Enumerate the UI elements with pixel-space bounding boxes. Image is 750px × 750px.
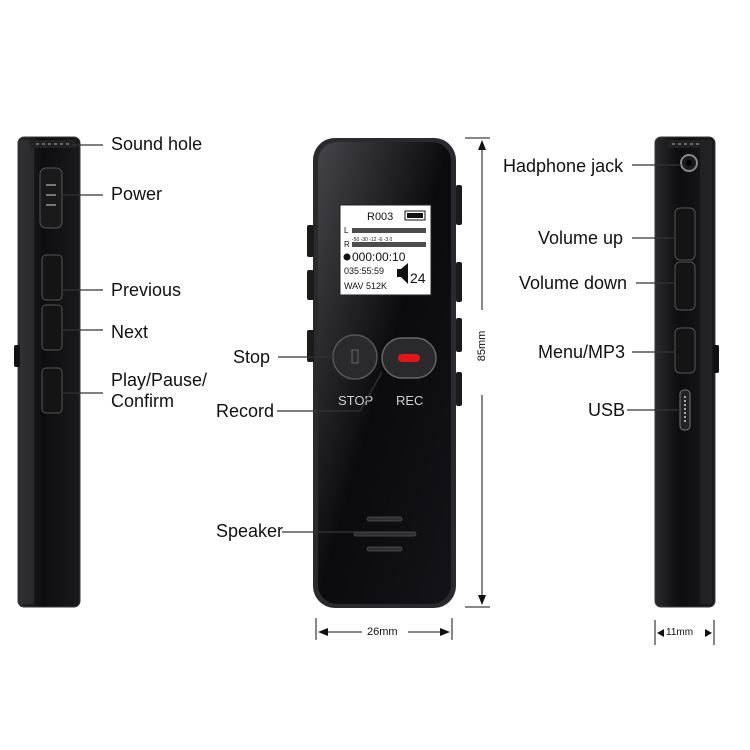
label-volume-down: Volume down [519,273,628,293]
stop-button-label: STOP [338,393,373,408]
volume-down-button[interactable] [674,261,696,311]
volume-icon [397,263,408,284]
play-pause-button[interactable] [41,367,63,414]
screen-time: 000:00:10 [352,250,406,264]
stop-button[interactable] [332,334,378,380]
dim-width: 26mm [367,626,398,638]
volume-up-button[interactable] [674,207,696,261]
label-headphone-jack: Hadphone jack [503,156,624,176]
speaker-grill [353,516,417,552]
screen-remaining: 035:55:59 [344,266,384,276]
rec-button-label: REC [396,393,423,408]
label-speaker: Speaker [216,521,284,541]
svg-text:R: R [344,240,350,249]
right-side-view [627,136,719,645]
record-button[interactable] [381,337,437,379]
depth-dimension [654,620,715,645]
svg-text:-50 -30 -12 -6 -3 0: -50 -30 -12 -6 -3 0 [352,237,393,243]
label-usb: USB [588,400,626,420]
label-play-pause-line2: Confirm [111,390,175,411]
next-button[interactable] [41,304,63,351]
left-side-view [14,136,103,608]
power-switch[interactable] [39,167,63,229]
height-dimension [465,137,490,608]
label-record: Record [216,401,275,421]
label-power: Power [111,184,163,204]
label-sound-hole: Sound hole [111,134,203,154]
headphone-jack [668,140,704,172]
label-play-pause-line1: Play/Pause/ [111,370,208,390]
record-led [398,354,420,362]
label-next: Next [111,322,149,342]
sound-hole [30,140,76,148]
svg-text:L: L [344,226,349,235]
label-stop: Stop [233,347,271,367]
lcd-screen: R003 L -50 -30 -12 -6 -3 0 R 000:00:10 0… [339,204,432,296]
label-play-pause: Play/Pause/ Confirm [111,370,207,411]
menu-mp3-button[interactable] [674,327,696,374]
front-view: R003 L -50 -30 -12 -6 -3 0 R 000:00:10 0… [277,137,490,640]
dim-depth: 11mm [666,627,694,638]
screen-volume: 24 [410,270,426,286]
screen-file: R003 [367,211,393,223]
label-volume-up: Volume up [538,228,624,248]
battery-icon [404,210,426,221]
label-previous: Previous [111,280,182,300]
width-dimension [315,618,453,640]
label-menu-mp3: Menu/MP3 [538,342,626,362]
previous-button[interactable] [41,254,63,301]
dim-height: 85mm [476,330,488,362]
screen-format: WAV 512K [344,281,387,291]
